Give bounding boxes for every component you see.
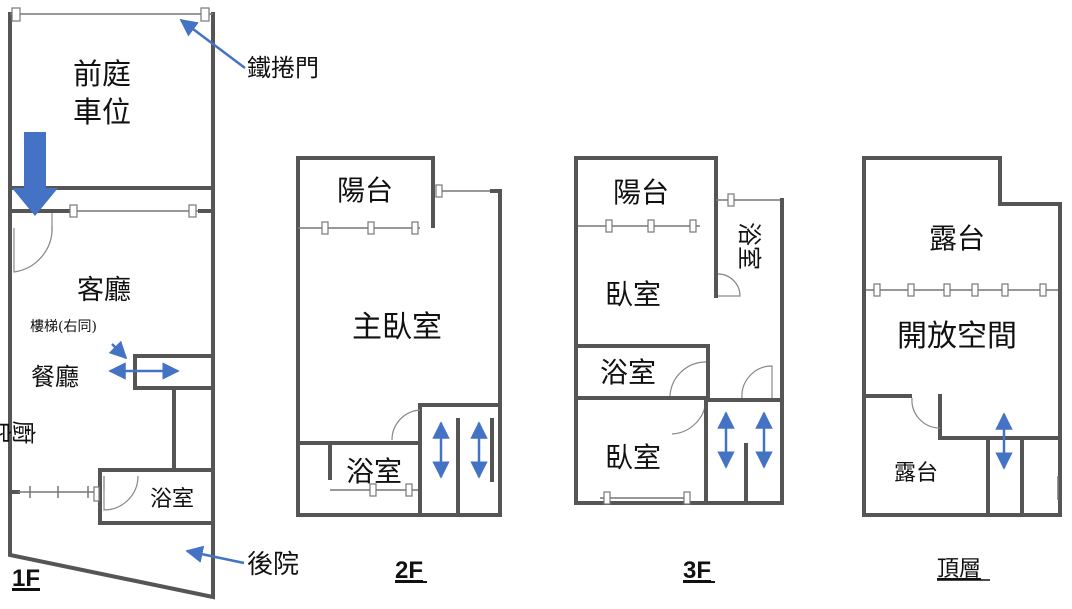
3f-balcony-label: 陽台: [613, 176, 669, 209]
1f-bath-door: [103, 475, 139, 511]
roof-window-post: [971, 283, 979, 297]
floor-label-2f: 2F: [395, 557, 423, 584]
roof-window-post: [873, 283, 881, 297]
3f-small-bath-door: [717, 273, 741, 297]
rolling-door-callout: 鐵捲門: [247, 54, 319, 82]
roof-window-post: [907, 283, 915, 297]
1f-living-label: 客廳: [77, 275, 131, 306]
2f-window-post: [405, 483, 413, 497]
back-yard-callout: 後院: [247, 550, 299, 580]
roof-inner-walls: [862, 394, 1062, 440]
3f-small-bath-label: 浴室: [735, 222, 763, 270]
roof-outer-walls: [862, 156, 1062, 517]
3f-stair-walls: [704, 398, 784, 505]
floor-3f: 陽台 臥室 浴室 浴室 臥室 3F: [574, 156, 784, 584]
1f-window-post: [93, 486, 100, 502]
1f-rolling-door-post-right: [200, 7, 210, 22]
roof-window-post: [943, 283, 951, 297]
2f-balcony-label: 陽台: [337, 174, 393, 207]
floor-label-roof: 頂層: [937, 557, 981, 582]
2f-right-bottom-walls: [296, 189, 502, 517]
3f-bath-walls: [574, 344, 710, 400]
3f-hall-door: [741, 365, 773, 399]
2f-window-post: [321, 221, 329, 235]
3f-window-post: [603, 491, 611, 505]
roof-terrace-door: [911, 397, 941, 429]
roof-stair-walls: [986, 436, 1024, 517]
3f-window-post: [727, 193, 735, 207]
2f-bath-label: 浴室: [346, 455, 402, 488]
3f-right-bottom-walls: [574, 198, 784, 505]
1f-rolling-door-post-left: [11, 7, 21, 22]
1f-window-post: [188, 204, 197, 218]
2f-balcony-walls: [296, 156, 435, 228]
3f-balcony-walls: [574, 156, 718, 298]
1f-bath-label: 浴室: [150, 487, 194, 512]
roof-terrace-bottom-label: 露台: [894, 461, 938, 486]
2f-window-post: [369, 483, 377, 497]
3f-bedroom-door: [671, 399, 707, 435]
3f-window-post: [683, 491, 691, 505]
2f-window-post: [367, 221, 375, 235]
floor-label-1f: 1F: [12, 565, 40, 592]
2f-bath-walls: [296, 403, 502, 517]
2f-window-post: [411, 221, 419, 235]
roof-window-post: [1039, 283, 1047, 297]
roof-window-post: [1001, 283, 1009, 297]
3f-window-post: [689, 219, 697, 233]
2f-bath-door: [391, 409, 421, 441]
floor-roof: 露台 開放空間 露台 頂層: [862, 156, 1062, 582]
floor-label-3f: 3F: [683, 557, 711, 584]
1f-window-post: [69, 204, 78, 218]
1f-stairs-pointer-arrow-icon: [108, 340, 128, 360]
rolling-door-pointer-arrow-icon: [179, 18, 246, 69]
1f-bath-walls: [98, 468, 215, 525]
entrance-down-arrow-icon: [12, 132, 58, 216]
2f-window-post: [435, 184, 443, 198]
1f-entry-door: [13, 225, 53, 273]
3f-bedroom-b-label: 臥室: [605, 441, 661, 474]
back-yard-pointer-arrow-icon: [185, 545, 245, 565]
roof-terrace-top-label: 露台: [929, 222, 985, 255]
3f-window-post: [647, 219, 655, 233]
1f-dining-label: 餐廳: [31, 363, 79, 391]
2f-stair-walls: [456, 418, 494, 517]
floor-1f: 前庭 車位 客廳 樓梯(右同) 餐廳 浴室 廚房 鐵捲門 後院 1F: [0, 7, 319, 600]
3f-window-post: [605, 219, 613, 233]
1f-outer-wall: [8, 12, 215, 600]
2f-master-label: 主臥室: [352, 310, 442, 345]
3f-bedroom-a-label: 臥室: [605, 278, 661, 311]
1f-kitchen-label: 廚房: [0, 416, 36, 444]
roof-open-space-label: 開放空間: [897, 319, 1017, 354]
1f-parking-label: 車位: [73, 95, 131, 129]
3f-bath-door: [669, 361, 707, 397]
1f-stairs-note: 樓梯(右同): [30, 319, 97, 335]
1f-front-yard-label: 前庭: [73, 57, 131, 91]
floor-2f: 陽台 主臥室 浴室 2F: [296, 156, 502, 584]
3f-bath-label: 浴室: [600, 356, 656, 389]
